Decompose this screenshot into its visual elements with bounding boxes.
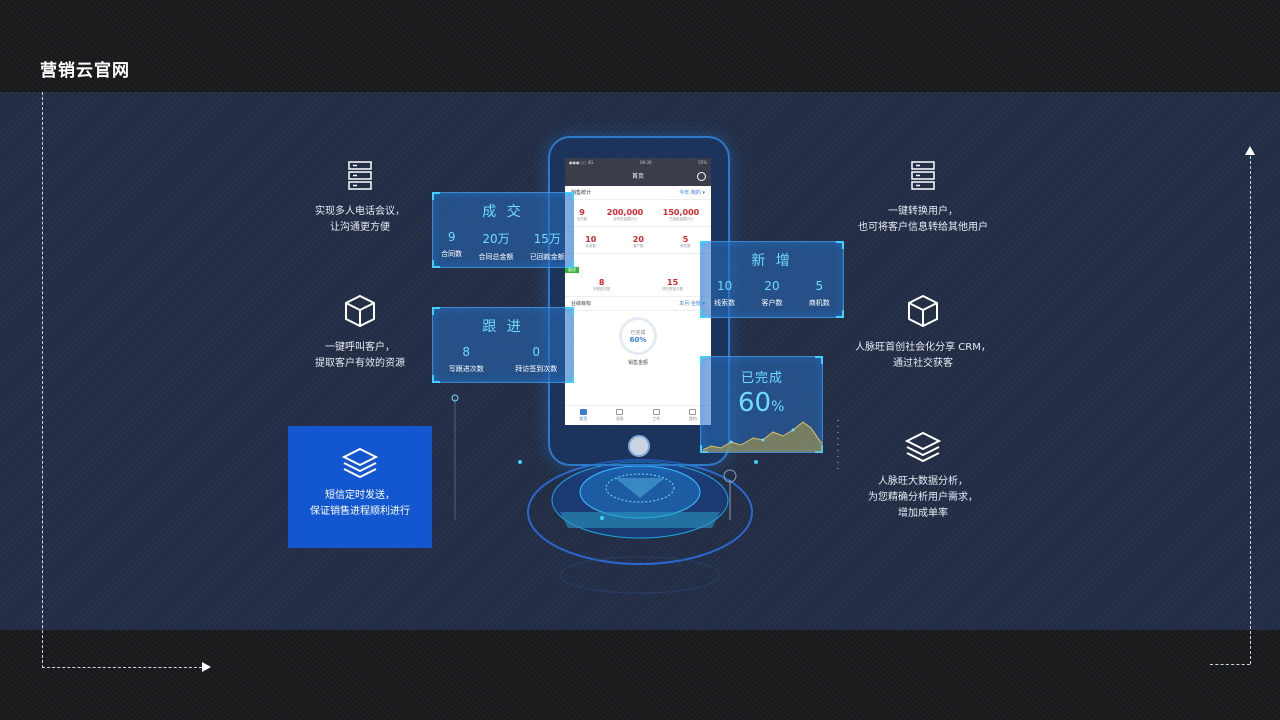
layers-icon (341, 447, 379, 478)
tab-messages[interactable]: 消息 (616, 406, 624, 425)
feature-text: 增加成单率 (898, 508, 948, 519)
cube-icon (345, 294, 375, 328)
feature-text: 为您精确分析用户需求， (868, 492, 978, 503)
phone-tab-bar: 首页 消息 工作 我的 (565, 405, 711, 425)
feature-text: 让沟通更方便 (330, 222, 390, 233)
status-signal: ●●●○○ 4G (569, 160, 594, 165)
done-panel-title: 已完成 (741, 371, 784, 386)
sales-stats-filter[interactable]: 今年·我的 ▾ (679, 190, 705, 196)
feature-text: 一键转换用户， (888, 206, 958, 217)
feature-text: 一键呼叫客户， (325, 342, 395, 353)
feature-text: 实现多人电话会议， (315, 206, 405, 217)
gauge-label: 已完成 (630, 330, 646, 336)
server-icon (911, 161, 935, 190)
bottom-band (0, 630, 1280, 720)
feature-text: 人脉旺大数据分析， (878, 476, 968, 487)
feature-call: 一键呼叫客户， 提取客户有效的资源 (260, 294, 460, 372)
arrow-up-icon (1245, 146, 1255, 155)
briefcase-icon (652, 409, 660, 415)
status-battery: 55% (698, 160, 707, 165)
top-band (0, 0, 1280, 92)
deal-stat: 20万合同总金额 (478, 232, 514, 261)
target-filter[interactable]: 本月·全部 ▾ (679, 301, 705, 307)
server-icon (348, 161, 372, 190)
gauge-caption: 销售金额 (627, 360, 648, 366)
feature-social-crm: 人脉旺首创社会化分享 CRM， 通过社交获客 (823, 294, 1023, 372)
phone-home-button[interactable] (628, 435, 650, 457)
dashed-guide-bottom-right (1210, 664, 1250, 665)
layers-icon (904, 431, 942, 462)
dashed-guide-bottom-left (42, 667, 202, 668)
feature-transfer: 一键转换用户， 也可将客户信息转给其他用户 (823, 160, 1023, 236)
done-percent: 60% (738, 388, 785, 418)
message-icon (616, 409, 624, 415)
feature-text: 保证销售进程顺利进行 (310, 506, 410, 517)
new-panel-title: 新 增 (751, 253, 793, 269)
feature-conference: 实现多人电话会议， 让沟通更方便 (260, 160, 460, 236)
done-panel: 已完成 (700, 356, 823, 453)
target-header: 业绩目标 本月·全部 ▾ (565, 297, 711, 311)
feature-text: 提取客户有效的资源 (315, 358, 405, 369)
deal-stat: 15万已回款金额 (529, 232, 565, 261)
done-trend-chart (702, 421, 823, 452)
follow-tag: 跟进 (565, 267, 579, 273)
tab-work[interactable]: 工作 (652, 406, 660, 425)
gauge-value: 60% (629, 336, 647, 344)
progress-gauge: 已完成 60% (619, 317, 657, 355)
tab-profile[interactable]: 我的 (689, 406, 697, 425)
feature-text: 通过社交获客 (893, 358, 953, 369)
brand-title[interactable]: 营销云官网 (40, 61, 130, 81)
phone-nav-title: 首页 (631, 173, 644, 180)
follow-panel-title: 跟 进 (482, 319, 524, 335)
sales-stats-title: 销售统计 (571, 190, 592, 196)
feature-text: 人脉旺首创社会化分享 CRM， (855, 342, 991, 353)
target-title: 业绩目标 (571, 301, 592, 307)
tab-home[interactable]: 首页 (579, 406, 587, 425)
phone-status-bar: ●●●○○ 4G 09:30 55% (565, 158, 711, 168)
dashed-guide-right (1250, 156, 1251, 664)
feature-sms-highlight[interactable]: 短信定时发送， 保证销售进程顺利进行 (288, 426, 432, 548)
dashed-guide-left (42, 92, 43, 668)
feature-big-data: 人脉旺大数据分析， 为您精确分析用户需求， 增加成单率 (823, 430, 1023, 522)
user-icon (689, 409, 697, 415)
sales-stats-header: 销售统计 今年·我的 ▾ (565, 186, 711, 200)
feature-text: 也可将客户信息转给其他用户 (858, 222, 988, 233)
search-icon[interactable] (697, 172, 706, 181)
status-time: 09:30 (639, 160, 652, 165)
deal-panel-title: 成 交 (482, 204, 524, 220)
home-icon (579, 409, 587, 415)
phone-nav-bar: 首页 (565, 168, 711, 186)
arrow-right-icon (202, 662, 211, 672)
feature-text: 短信定时发送， (325, 490, 395, 501)
cube-icon (908, 294, 938, 328)
